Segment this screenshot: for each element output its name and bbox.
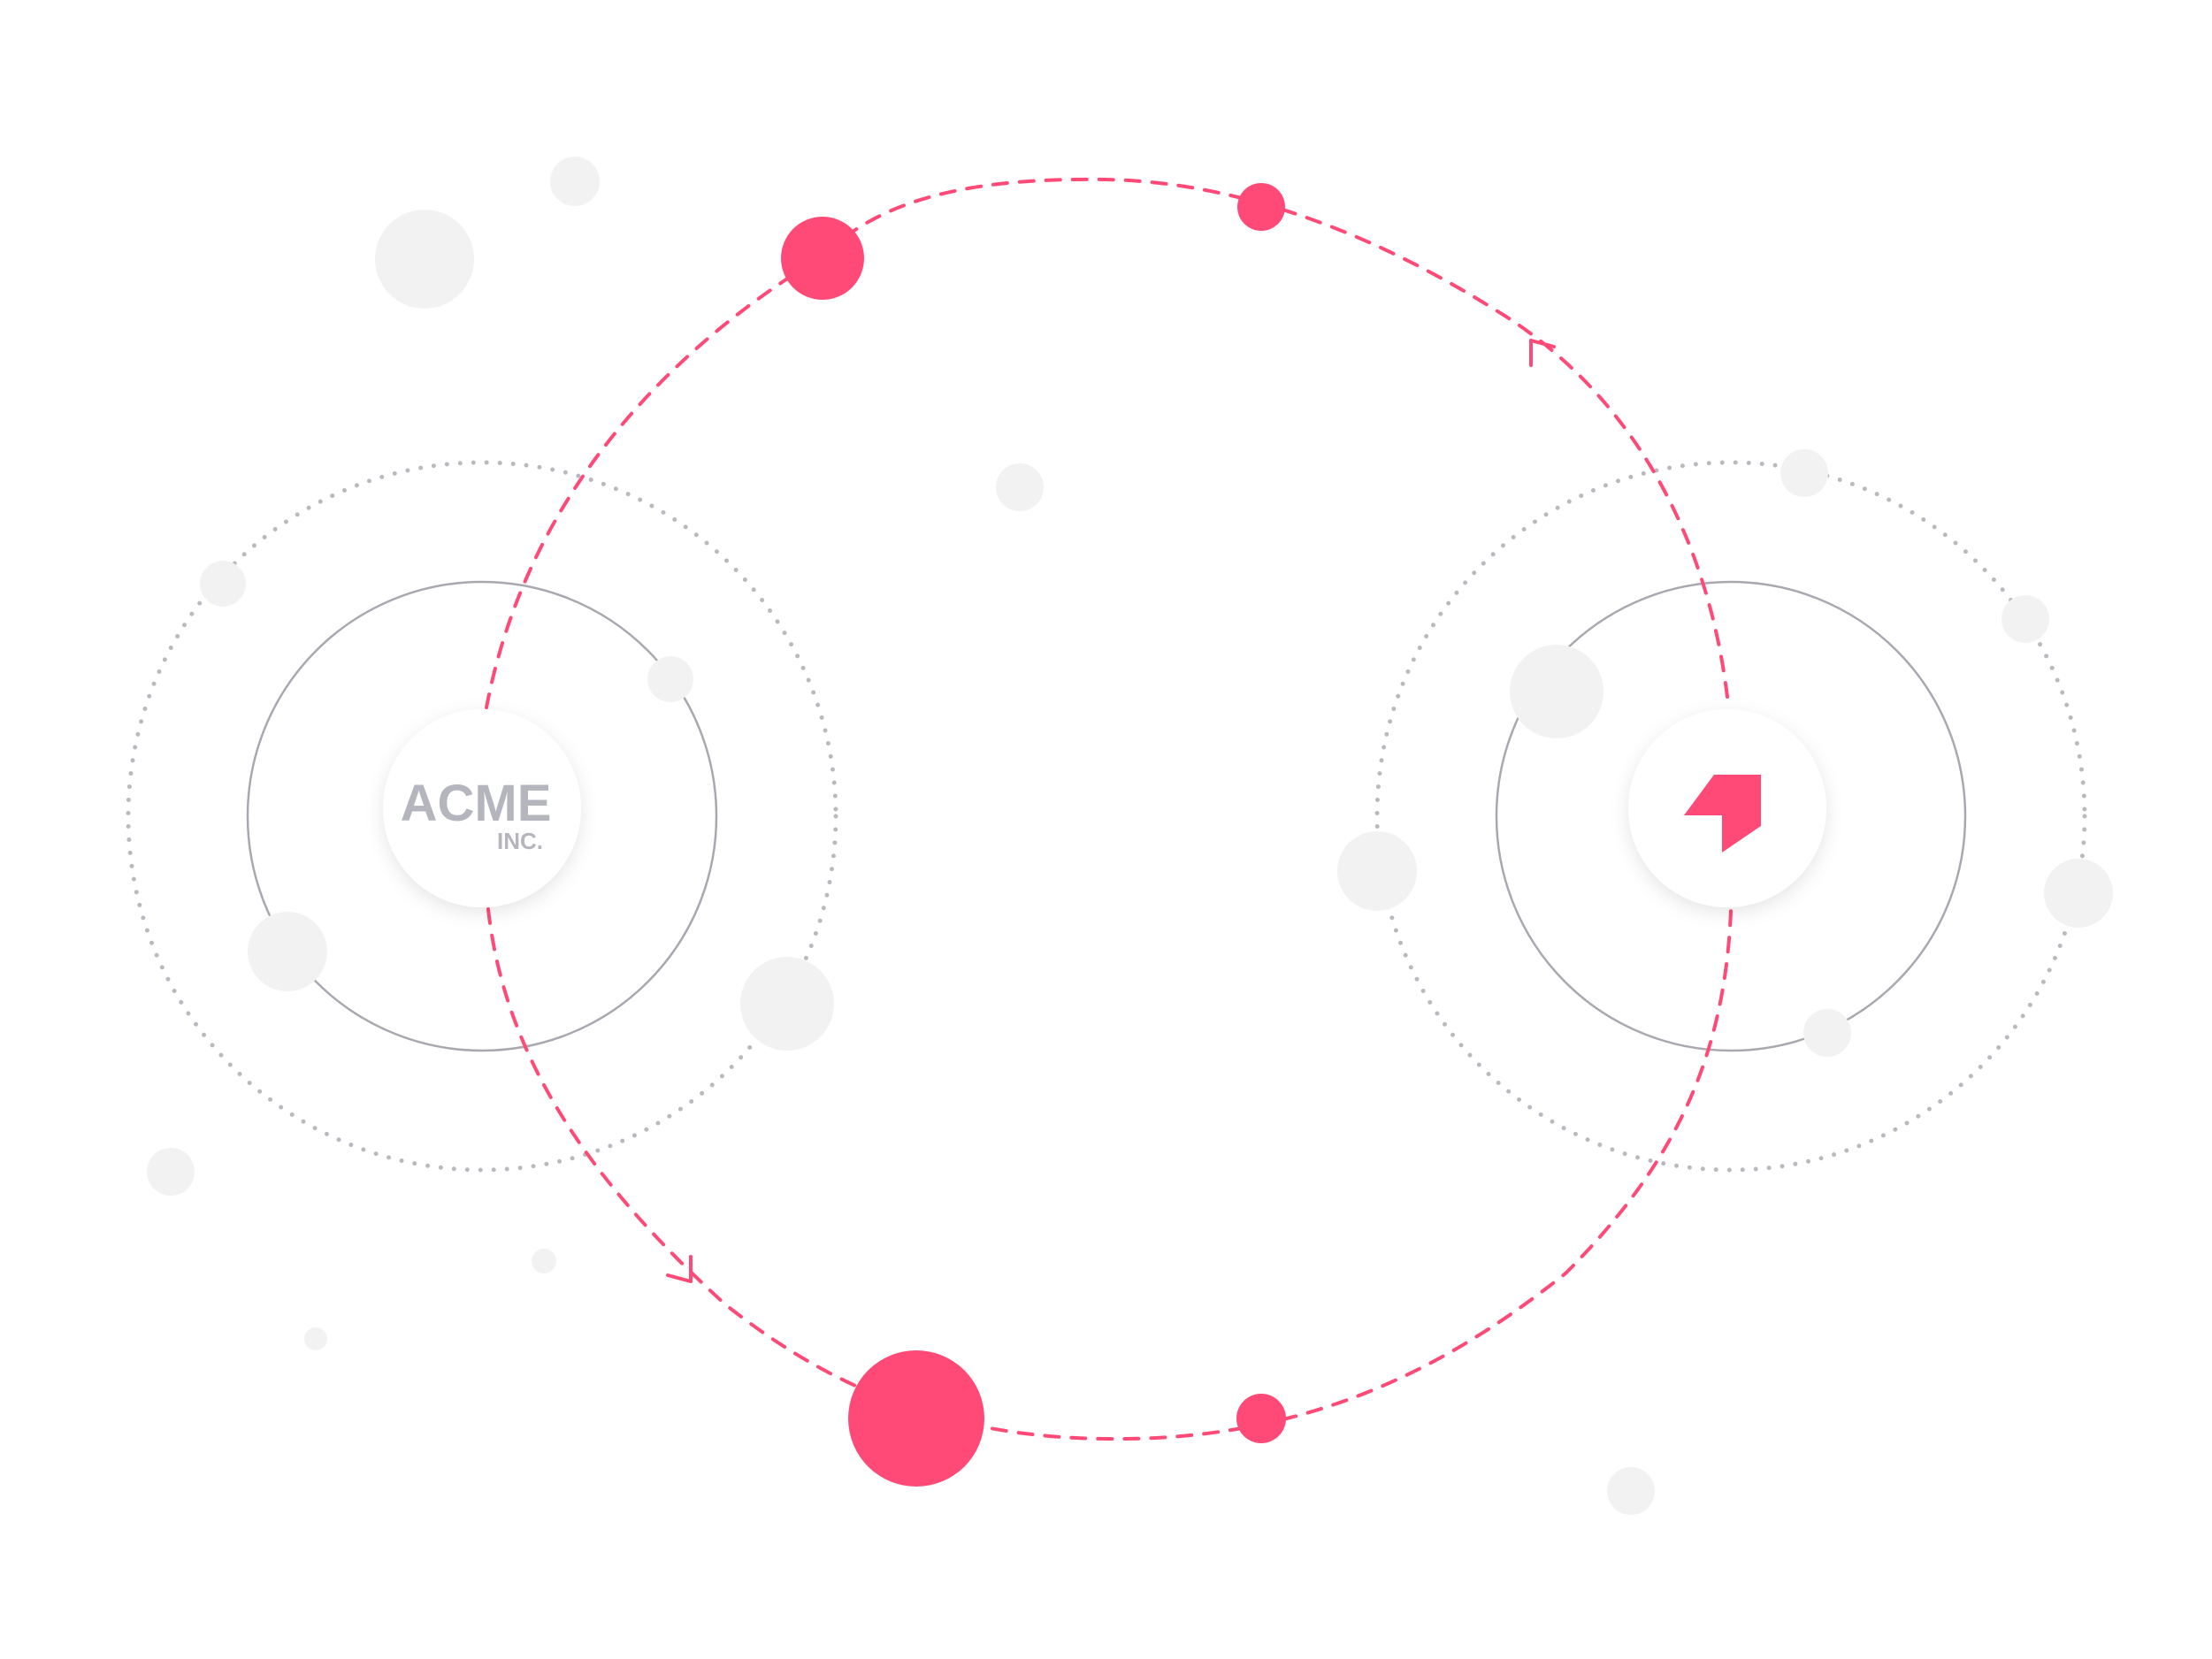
right-orbit-system <box>1337 449 2113 1173</box>
orbit-bubble <box>200 561 246 607</box>
left-solid-orbit <box>246 580 718 1052</box>
left-hub: ACME INC. <box>383 709 581 907</box>
orbit-bubble <box>1337 831 1417 911</box>
orbit-bubble <box>647 656 693 702</box>
right-dotted-orbit <box>1374 460 2087 1173</box>
pink-arrow-mark-icon <box>1684 775 1761 852</box>
flow-paths <box>485 177 1733 1441</box>
left-hub-disc <box>383 709 581 907</box>
flow-node <box>1236 1394 1286 1443</box>
bubble <box>304 1327 327 1350</box>
bubble <box>1607 1467 1655 1515</box>
bubble <box>550 157 600 206</box>
orbit-bubble <box>2002 595 2049 643</box>
bubble <box>375 210 474 309</box>
background-bubbles <box>147 157 1655 1515</box>
bottom-flow-path <box>486 907 1733 1441</box>
left-orbit-system <box>126 460 838 1173</box>
chevron-arrowhead-icon <box>666 1255 693 1283</box>
left-dotted-orbit <box>126 460 838 1173</box>
chevron-arrowhead-icon <box>1529 339 1556 367</box>
orbit-bubble <box>1803 1009 1851 1057</box>
orbit-bubble <box>1780 449 1828 497</box>
top-flow-path <box>485 177 1729 709</box>
flow-node <box>781 217 864 300</box>
orbit-bubble <box>2044 859 2113 928</box>
bubble <box>147 1148 195 1196</box>
right-solid-orbit <box>1495 580 1967 1052</box>
flow-node <box>1237 183 1285 231</box>
orbit-bubble <box>740 957 834 1051</box>
acme-logo-suffix: INC. <box>497 828 543 854</box>
orbit-bubble <box>1510 645 1604 738</box>
acme-logo-wordmark: ACME <box>401 775 552 832</box>
right-hub <box>1628 709 1826 907</box>
bubble <box>532 1249 556 1273</box>
flow-nodes <box>781 183 1286 1487</box>
orbit-bubble <box>248 912 327 991</box>
bubble <box>996 463 1044 511</box>
flow-node <box>848 1350 984 1487</box>
